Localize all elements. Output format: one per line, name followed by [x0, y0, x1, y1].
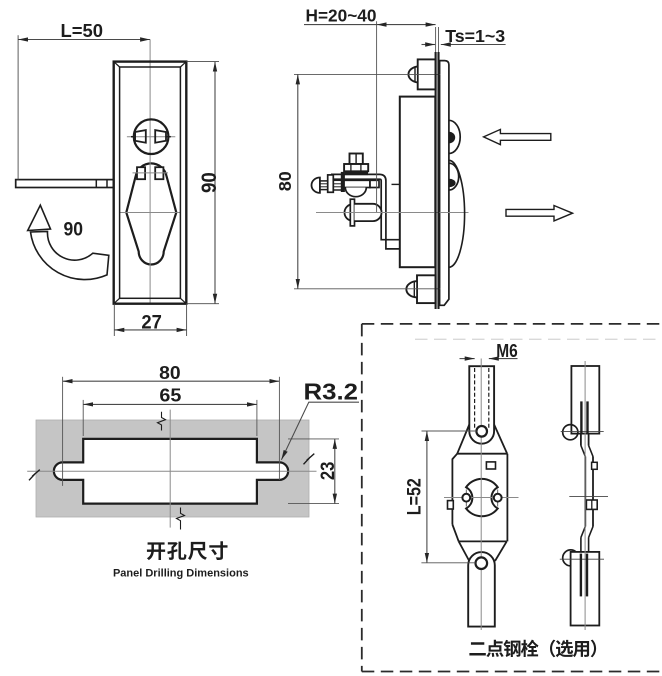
svg-text:27: 27 — [141, 312, 162, 334]
svg-text:90: 90 — [198, 172, 221, 193]
svg-text:23: 23 — [318, 462, 339, 481]
svg-text:Panel Drilling Dimensions: Panel Drilling Dimensions — [113, 568, 249, 580]
svg-text:90: 90 — [63, 219, 83, 240]
svg-text:L=52: L=52 — [405, 478, 426, 515]
svg-text:H=20~40: H=20~40 — [306, 5, 377, 25]
svg-text:Ts=1~3: Ts=1~3 — [445, 26, 505, 46]
svg-text:M6: M6 — [496, 341, 518, 361]
svg-text:R3.2: R3.2 — [304, 379, 359, 405]
svg-text:L=50: L=50 — [60, 21, 103, 41]
svg-text:80: 80 — [275, 171, 295, 191]
svg-text:80: 80 — [159, 363, 181, 383]
svg-text:65: 65 — [159, 385, 181, 405]
